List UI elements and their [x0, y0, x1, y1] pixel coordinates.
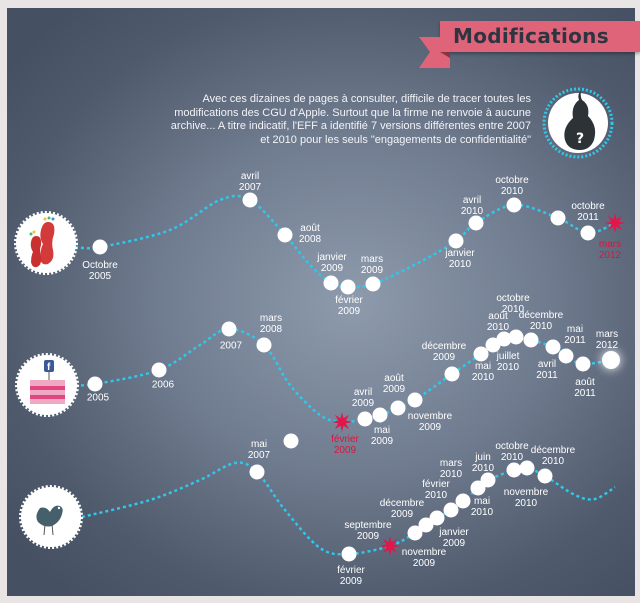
- version-dot: [249, 464, 265, 480]
- version-dot: [372, 407, 388, 423]
- page-title: Modifications: [453, 24, 609, 48]
- version-dot: [550, 210, 566, 226]
- title-banner: Modifications: [440, 21, 640, 52]
- version-dot: [496, 331, 512, 347]
- version-dot: [473, 346, 489, 362]
- version-dot: [468, 215, 484, 231]
- version-dot: [283, 433, 299, 449]
- version-dot: [340, 279, 356, 295]
- version-dot: [519, 460, 535, 476]
- version-dot: [341, 546, 357, 562]
- version-label: 2005: [86, 392, 110, 404]
- version-dot: [485, 337, 501, 353]
- version-dot: [429, 510, 445, 526]
- version-dot: [523, 332, 539, 348]
- version-dot: [444, 366, 460, 382]
- version-dot: [448, 233, 464, 249]
- version-dot: [558, 348, 574, 364]
- infographic-panel: [7, 8, 635, 596]
- version-dot: [506, 197, 522, 213]
- intro-text: Avec ces dizaines de pages à consulter, …: [151, 93, 531, 147]
- intro-line: modifications des CGU d'Apple. Surtout q…: [174, 106, 531, 119]
- version-dot: [480, 472, 496, 488]
- version-label: 2006: [151, 379, 175, 391]
- version-dot: [537, 468, 553, 484]
- version-dot: [580, 225, 596, 241]
- alert-star-marker: [332, 412, 352, 432]
- version-dot: [470, 480, 486, 496]
- intro-line: et 2010 pour les seuls "engagements de c…: [260, 133, 531, 146]
- version-dot: [545, 339, 561, 355]
- version-dot: [506, 462, 522, 478]
- version-dot: [455, 493, 471, 509]
- version-dot: [575, 356, 591, 372]
- version-dot: [277, 227, 293, 243]
- version-dot: [221, 321, 237, 337]
- version-label: 2007: [219, 340, 243, 352]
- version-dot: [508, 329, 524, 345]
- version-dot: [242, 192, 258, 208]
- current-version-dot: [602, 351, 620, 369]
- version-dot: [443, 502, 459, 518]
- version-dot: [407, 392, 423, 408]
- alert-star-marker: [605, 213, 625, 233]
- version-dot: [390, 400, 406, 416]
- version-dot: [418, 517, 434, 533]
- version-dot: [365, 276, 381, 292]
- version-dot: [92, 239, 108, 255]
- intro-line: Avec ces dizaines de pages à consulter, …: [202, 93, 531, 105]
- version-dot: [256, 337, 272, 353]
- version-dot: [407, 525, 423, 541]
- alert-star-marker: [380, 536, 400, 556]
- version-dot: [87, 376, 103, 392]
- intro-line: archive... A titre indicatif, l'EFF a id…: [170, 120, 531, 133]
- version-dot: [323, 275, 339, 291]
- version-dot: [151, 362, 167, 378]
- version-dot: [357, 411, 373, 427]
